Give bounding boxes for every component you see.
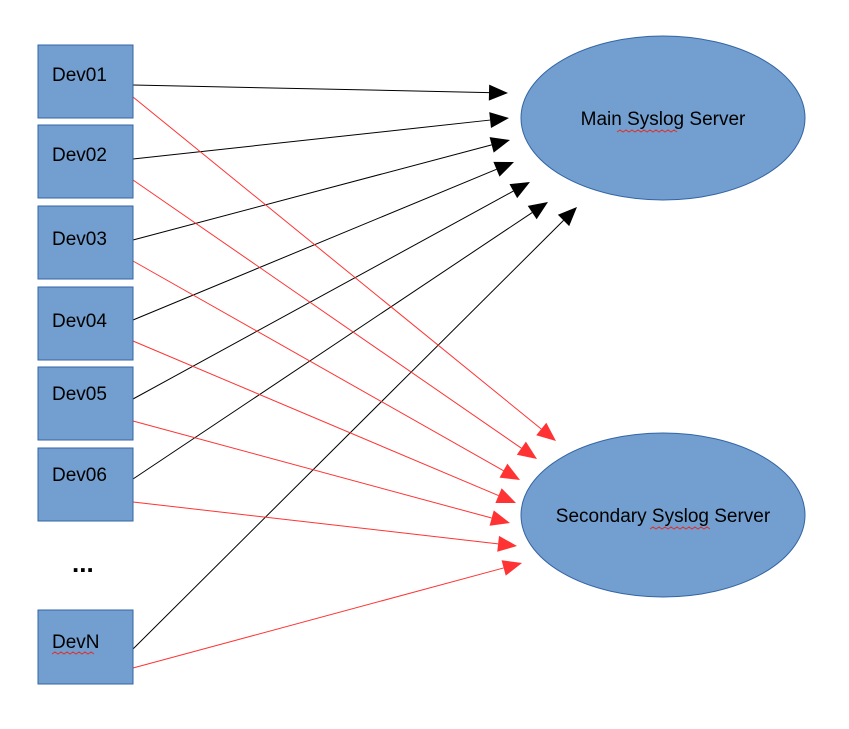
device-label: DevN (52, 632, 100, 653)
connection-line (132, 567, 504, 669)
arrowhead (495, 488, 516, 503)
device-box-dev03: Dev03 (37, 205, 134, 280)
connection-line (132, 96, 542, 430)
connection-line (132, 119, 491, 160)
arrowhead (557, 207, 577, 227)
arrowhead (516, 441, 537, 459)
arrowhead (509, 182, 530, 199)
device-label: Dev06 (52, 465, 107, 486)
device-box-dev01: Dev01 (37, 44, 134, 119)
device-box-dev05: Dev05 (37, 366, 134, 441)
arrowhead (501, 560, 522, 576)
arrowhead (536, 422, 556, 441)
arrowhead (493, 161, 514, 177)
arrowhead (497, 535, 517, 552)
device-label: Dev02 (52, 145, 107, 166)
connection-line (132, 84, 490, 94)
server-label: Secondary Syslog Server (556, 506, 771, 527)
device-box-dev06: Dev06 (37, 447, 134, 522)
spellcheck-underline (649, 526, 711, 530)
server-label: Main Syslog Server (581, 109, 746, 130)
arrowhead (489, 112, 509, 129)
connection-line (132, 340, 499, 497)
arrows-to-secondary-server (132, 96, 556, 669)
arrows-to-main-server (132, 84, 577, 650)
arrowhead (499, 463, 520, 480)
connection-line (132, 260, 504, 472)
arrowhead (488, 84, 508, 101)
connection-line (132, 220, 564, 650)
device-label: Dev01 (52, 65, 107, 86)
spellcheck-underline (51, 651, 95, 655)
main-syslog-server: Main Syslog Server (520, 35, 806, 201)
connection-line (132, 179, 522, 449)
device-label: Dev04 (52, 311, 107, 332)
secondary-syslog-server: Secondary Syslog Server (520, 432, 806, 598)
arrowhead (489, 510, 510, 526)
more-devices-ellipsis: ... (72, 548, 94, 578)
device-label: Dev03 (52, 229, 107, 250)
device-label: Dev05 (52, 384, 107, 405)
connection-line (132, 501, 499, 545)
connection-line (132, 420, 492, 519)
connection-line (132, 190, 514, 400)
connection-line (132, 144, 492, 241)
device-box-dev04: Dev04 (37, 286, 134, 361)
arrowhead (527, 202, 548, 220)
device-box-devn: DevN (37, 609, 134, 685)
arrowhead (489, 137, 510, 153)
device-box-dev02: Dev02 (37, 124, 134, 199)
spellcheck-underline (616, 129, 678, 133)
connection-line (132, 212, 533, 480)
